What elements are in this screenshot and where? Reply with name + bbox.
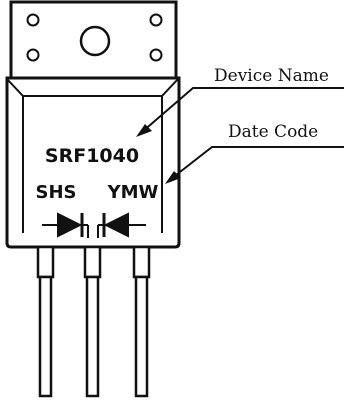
body-bevel-top [6, 78, 179, 97]
tab-hole-top-left [26, 13, 40, 27]
lead-right [132, 245, 151, 279]
date-code-arrowhead-icon [165, 171, 181, 184]
date-code-callout: Date Code [165, 122, 344, 184]
tab-hole-bottom-right [149, 48, 163, 62]
body-outline [5, 76, 181, 249]
device-name-callout-label: Device Name [214, 66, 329, 86]
date-code-callout-label: Date Code [228, 122, 318, 142]
package-body: SRF1040 SHS YMW [5, 76, 181, 249]
diode-left-triangle-icon [57, 212, 83, 238]
lead-left [36, 245, 55, 279]
tab-hole-bottom-left [26, 48, 40, 62]
lead-right-lower [134, 275, 149, 398]
tab-mounting-hole [79, 25, 111, 57]
device-name-marking: SRF1040 [45, 145, 139, 167]
device-name-arrowhead-icon [136, 124, 152, 137]
device-name-leader-line [141, 87, 344, 133]
lead-left-lower [38, 275, 53, 398]
mounting-tab [9, 0, 178, 82]
lead-center-lower [85, 275, 100, 398]
date-code-marking: YMW [107, 182, 159, 203]
tab-hole-top-right [149, 13, 163, 27]
leads [36, 245, 151, 398]
manufacturer-code-marking: SHS [36, 182, 77, 203]
diode-symbol [42, 212, 146, 238]
device-name-callout: Device Name [136, 66, 344, 137]
date-code-leader-line [170, 146, 344, 180]
lead-center [83, 245, 102, 279]
